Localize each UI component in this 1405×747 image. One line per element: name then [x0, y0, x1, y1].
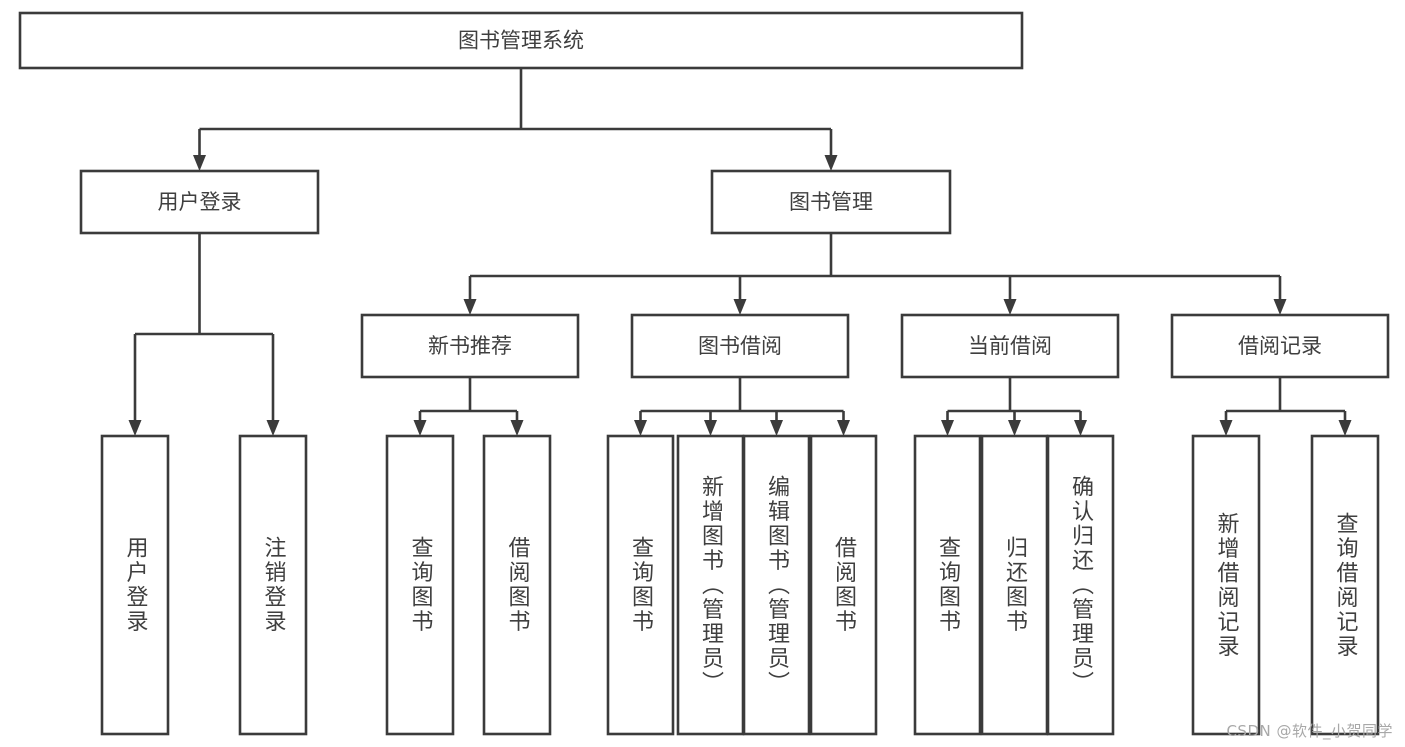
node-box-root[interactable] — [18, 11, 1024, 70]
arrowhead-leaf-add-record — [1219, 420, 1233, 436]
node-box-leaf-confirm-return[interactable] — [1046, 434, 1115, 736]
node-label-user-login: 用户登录 — [158, 190, 242, 214]
node-box-current-borrow[interactable] — [900, 313, 1120, 379]
node-box-book-management[interactable] — [710, 169, 952, 235]
arrowhead-leaf-query-record — [1338, 420, 1352, 436]
node-box-borrow-record[interactable] — [1170, 313, 1390, 379]
arrowhead-leaf-logout — [266, 420, 280, 436]
arrowhead-leaf-return-book — [1008, 420, 1021, 436]
arrowhead-book-borrow — [733, 299, 747, 315]
node-box-leaf-user-login[interactable] — [100, 434, 170, 736]
node-box-new-book-recommend[interactable] — [360, 313, 580, 379]
node-box-leaf-add-record[interactable] — [1191, 434, 1261, 736]
arrowhead-borrow-record — [1273, 299, 1287, 315]
arrowhead-leaf-edit-book — [770, 420, 783, 436]
connector-layer — [128, 68, 1352, 436]
arrowhead-user-login — [193, 155, 206, 171]
watermark-credit: CSDN @软件_小贺同学 — [1226, 722, 1393, 740]
node-label-book-borrow: 图书借阅 — [698, 334, 782, 358]
arrowhead-leaf-borrow-book-1 — [510, 420, 524, 436]
arrowhead-leaf-confirm-return — [1074, 420, 1087, 436]
arrowhead-current-borrow — [1003, 299, 1017, 315]
node-box-leaf-return-book[interactable] — [980, 434, 1049, 736]
node-box-leaf-query-record[interactable] — [1310, 434, 1380, 736]
arrowhead-leaf-query-book-1 — [413, 420, 427, 436]
node-box-leaf-query-book-1[interactable] — [385, 434, 455, 736]
node-box-leaf-logout[interactable] — [238, 434, 308, 736]
arrowhead-leaf-borrow-book-2 — [837, 420, 850, 436]
node-box-layer — [18, 11, 1390, 736]
arrowhead-book-management — [824, 155, 838, 171]
node-box-leaf-borrow-book-1[interactable] — [482, 434, 552, 736]
node-box-user-login[interactable] — [79, 169, 320, 235]
node-box-leaf-borrow-book-2[interactable] — [809, 434, 878, 736]
node-label-current-borrow: 当前借阅 — [968, 334, 1052, 358]
arrowhead-leaf-add-book — [704, 420, 717, 436]
node-box-leaf-query-book-3[interactable] — [913, 434, 982, 736]
node-box-leaf-query-book-2[interactable] — [606, 434, 675, 736]
node-box-leaf-add-book[interactable] — [676, 434, 745, 736]
arrowhead-leaf-query-book-2 — [634, 420, 647, 436]
node-label-new-book-recommend: 新书推荐 — [428, 334, 512, 358]
node-label-borrow-record: 借阅记录 — [1238, 334, 1322, 358]
arrowhead-leaf-query-book-3 — [941, 420, 954, 436]
node-label-book-management: 图书管理 — [789, 190, 873, 214]
node-box-leaf-edit-book[interactable] — [742, 434, 811, 736]
node-box-book-borrow[interactable] — [630, 313, 850, 379]
arrowhead-leaf-user-login — [128, 420, 142, 436]
node-label-root: 图书管理系统 — [458, 29, 584, 53]
arrowhead-new-book-recommend — [463, 299, 477, 315]
